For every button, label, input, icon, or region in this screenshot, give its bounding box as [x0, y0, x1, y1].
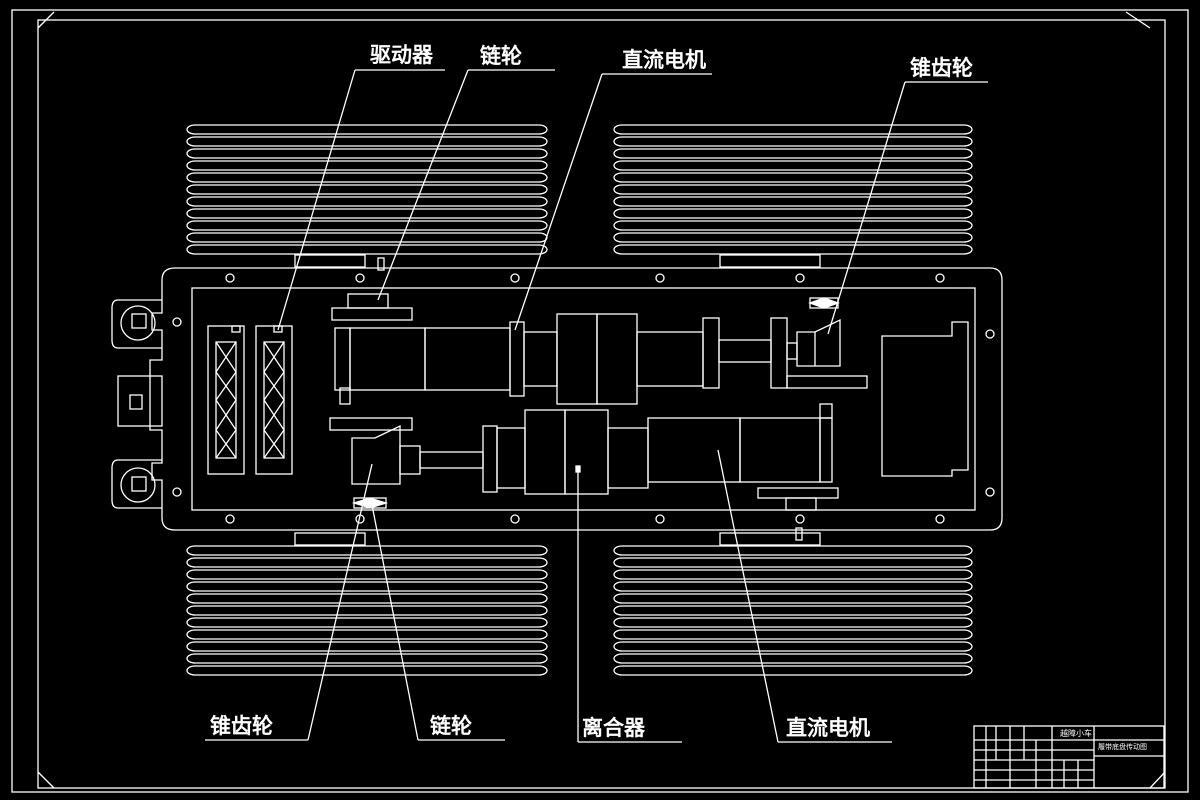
track-groove [186, 172, 548, 183]
track-groove [186, 665, 548, 676]
title-block-name: 越障小车 [1060, 729, 1092, 738]
track-groove [186, 557, 548, 568]
track-groove [186, 220, 548, 231]
track-top-left [186, 124, 548, 255]
callout-dc-motor-top: 直流电机 [622, 48, 706, 72]
track-groove [186, 196, 548, 207]
track-groove [613, 605, 973, 616]
track-groove [186, 136, 548, 147]
callout-bevel-gear-bottom: 锥齿轮 [210, 714, 273, 738]
track-groove [186, 232, 548, 243]
callout-sprocket-top: 链轮 [480, 44, 522, 68]
track-groove [613, 244, 973, 255]
track-groove [186, 641, 548, 652]
track-groove [186, 593, 548, 604]
track-groove [613, 136, 973, 147]
chassis-frame-outer [149, 267, 1003, 531]
track-groove [186, 629, 548, 640]
callout-bevel-gear-top: 锥齿轮 [910, 56, 973, 80]
track-groove [613, 232, 973, 243]
track-groove [613, 617, 973, 628]
track-groove [186, 148, 548, 159]
title-block-frame [973, 725, 1165, 789]
track-groove [186, 653, 548, 664]
track-groove [613, 124, 973, 135]
upper-drive-train [331, 293, 868, 405]
title-block-drawing-title: 履带底盘传动图 [1098, 743, 1147, 751]
track-groove [613, 569, 973, 580]
track-groove [613, 581, 973, 592]
chassis-frame-inner [191, 287, 976, 511]
track-groove [186, 208, 548, 219]
track-groove [613, 557, 973, 568]
inner-border [37, 19, 1166, 789]
track-groove [613, 148, 973, 159]
track-groove [186, 184, 548, 195]
track-groove [613, 160, 973, 171]
lower-drive-train [329, 403, 839, 511]
axle-stubs [294, 254, 821, 546]
track-groove [186, 605, 548, 616]
track-bottom-right [613, 545, 973, 676]
track-groove [186, 160, 548, 171]
track-bottom-left [186, 545, 548, 676]
track-top-right [613, 124, 973, 255]
track-groove [186, 545, 548, 556]
track-groove [613, 208, 973, 219]
outer-border [11, 9, 1189, 793]
track-groove [186, 244, 548, 255]
track-groove [613, 593, 973, 604]
track-groove [613, 629, 973, 640]
track-groove [186, 581, 548, 592]
track-groove [613, 196, 973, 207]
track-groove [613, 545, 973, 556]
callout-dc-motor-bottom: 直流电机 [786, 716, 870, 740]
track-groove [613, 184, 973, 195]
corner-marks [37, 11, 1166, 789]
callout-driver: 驱动器 [370, 43, 433, 67]
callout-clutch: 离合器 [582, 716, 645, 740]
left-lugs [111, 299, 163, 509]
track-groove [613, 641, 973, 652]
track-groove [613, 653, 973, 664]
frame-bolts [172, 273, 995, 524]
track-groove [186, 569, 548, 580]
track-groove [186, 617, 548, 628]
track-groove [613, 172, 973, 183]
leader-lines [205, 69, 988, 743]
track-groove [186, 124, 548, 135]
track-groove [613, 665, 973, 676]
callout-sprocket-bottom: 链轮 [430, 714, 472, 738]
driver-units [207, 325, 293, 475]
right-bracket [881, 321, 969, 477]
track-groove [613, 220, 973, 231]
